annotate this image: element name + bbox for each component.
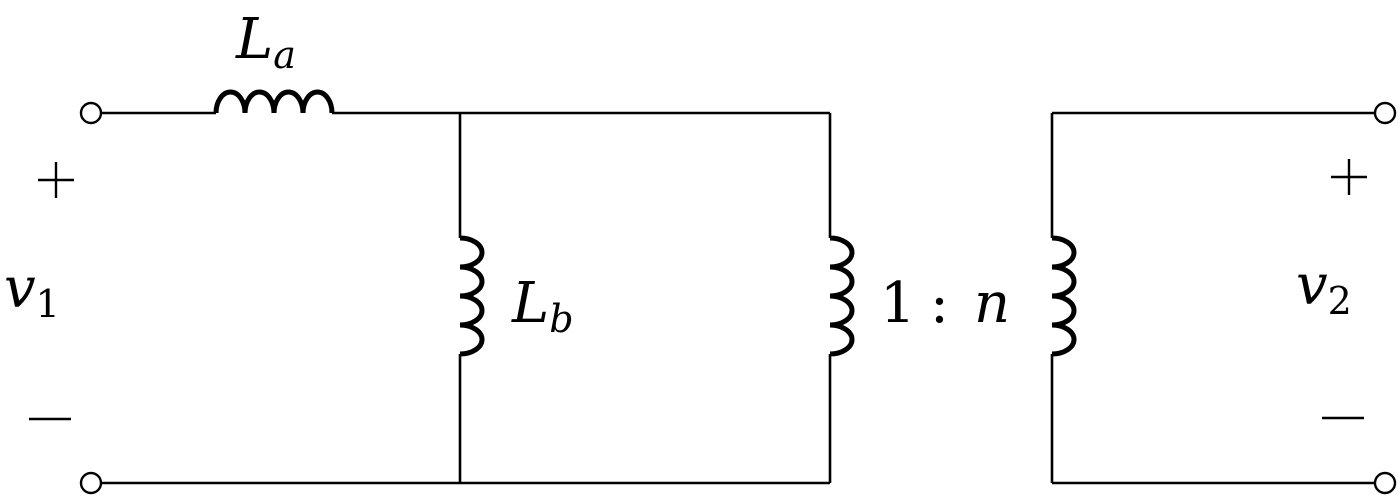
label-Lb: Lb — [511, 271, 574, 341]
label-v2: v2 — [1296, 253, 1352, 323]
output-plus-sign — [1331, 159, 1367, 195]
label-La: La — [235, 7, 296, 77]
label-transformer-ratio: 1 : n — [880, 271, 1010, 336]
svg-text:n: n — [974, 271, 1010, 336]
inductor-La — [213, 89, 335, 114]
input-plus-sign — [38, 162, 74, 198]
terminal-input-bottom — [79, 471, 103, 495]
svg-text:1: 1 — [880, 271, 916, 336]
label-v1: v1 — [4, 256, 60, 326]
transformer-secondary-winding — [1051, 235, 1077, 357]
terminal-output-top — [1373, 101, 1397, 125]
terminal-output-bottom — [1373, 471, 1397, 495]
transformer-primary-winding — [829, 235, 855, 357]
inductor-Lb — [459, 235, 485, 357]
terminal-input-top — [79, 101, 103, 125]
svg-text::: : — [930, 271, 949, 336]
